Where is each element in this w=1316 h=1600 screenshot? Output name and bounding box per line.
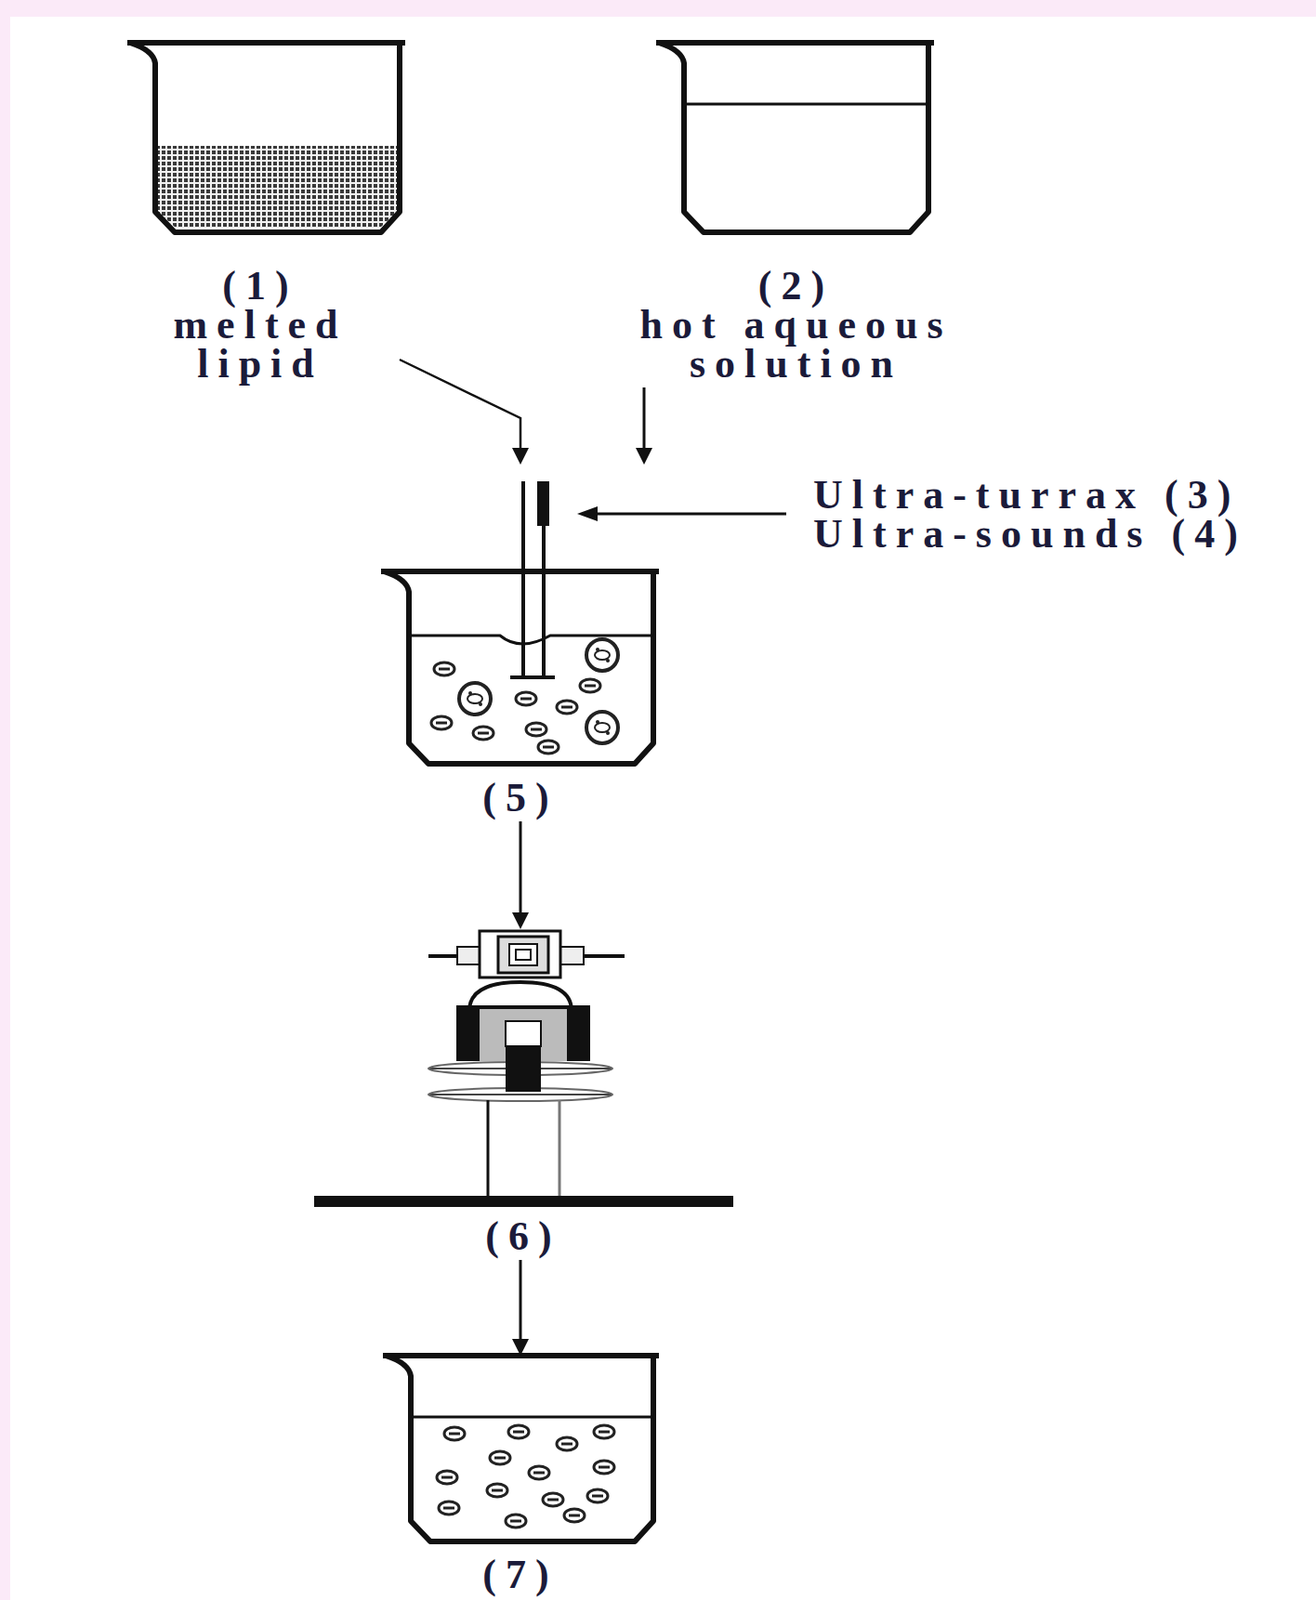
flow-arrow — [399, 359, 529, 465]
beaker-label: (1)melted lipid — [120, 42, 400, 388]
step-label: (7) — [381, 1355, 660, 1599]
arrow-head — [512, 912, 529, 930]
pre-emulsion-beaker — [381, 481, 659, 764]
connector-line — [399, 359, 521, 452]
arrow-head — [512, 447, 529, 465]
part-label: Ultra-sounds (4) — [813, 514, 1248, 554]
arrow-head — [512, 1339, 529, 1356]
step-name: hot aqueous solution — [628, 305, 964, 384]
aqueous-beaker — [656, 42, 935, 233]
flow-arrow — [512, 821, 529, 930]
callout-number: (6) — [383, 1217, 663, 1257]
background-panel — [10, 16, 1316, 1600]
connector-line — [519, 1260, 523, 1343]
step-name: melted lipid — [148, 305, 372, 384]
callout-number: (7) — [390, 1555, 651, 1595]
connector-line — [519, 821, 523, 917]
leader-arrow — [577, 506, 787, 522]
beaker-label: (2)hot aqueous solution — [628, 42, 964, 388]
part-label: Ultra-turrax (3) — [813, 475, 1240, 515]
product-beaker — [382, 1355, 659, 1542]
lipid-beaker — [127, 42, 406, 233]
step-label: (5) — [381, 464, 660, 822]
callout-number: (1) — [148, 266, 372, 306]
callout-number: (2) — [628, 266, 964, 306]
flow-arrow — [512, 1260, 529, 1356]
connector-line — [643, 387, 646, 452]
flow-arrow — [635, 387, 653, 465]
callout-number: (5) — [390, 778, 651, 818]
step-label: (6) — [369, 929, 677, 1261]
homogenizer — [314, 931, 734, 1208]
arrow-head — [635, 447, 653, 465]
